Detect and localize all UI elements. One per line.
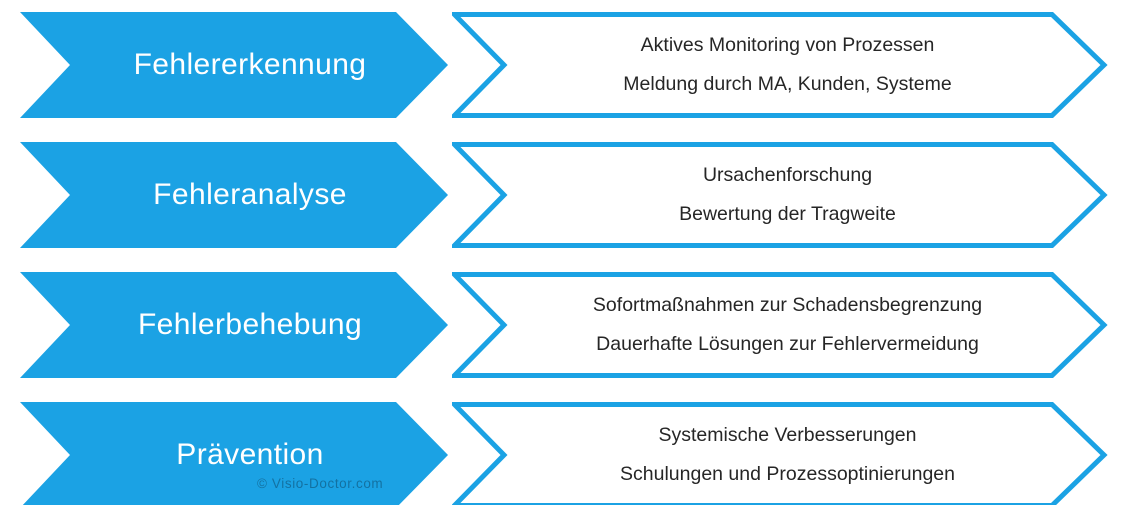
detail-line: Sofortmaßnahmen zur Schadensbegrenzung xyxy=(592,294,983,316)
stage-label: Prävention xyxy=(176,438,324,471)
solid-chevron-arrow-icon xyxy=(20,402,448,505)
stage-arrow-shape xyxy=(20,142,448,248)
stage-row-fehlerbehebung: Fehlerbehebung Sofortmaßnahmen zur Schad… xyxy=(0,272,1135,378)
solid-chevron-arrow-icon xyxy=(20,272,448,378)
stage-arrow-shape xyxy=(20,402,448,505)
stage-label: Fehlerbehebung xyxy=(137,308,363,341)
detail-lines: Ursachenforschung Bewertung der Tragweit… xyxy=(452,142,1108,248)
outlined-chevron-arrow-icon xyxy=(452,142,1108,248)
detail-lines: Aktives Monitoring von Prozessen Meldung… xyxy=(452,12,1108,118)
detail-line: Systemische Verbesserungen xyxy=(658,424,917,446)
stage-label: Fehleranalyse xyxy=(153,178,347,211)
detail-line: Dauerhafte Lösungen zur Fehlervermeidung xyxy=(596,333,979,355)
outlined-chevron-arrow-icon xyxy=(452,402,1108,505)
stage-row-praevention: Prävention Systemische Verbesserungen Sc… xyxy=(0,402,1135,505)
stage-row-fehlererkennung: Fehlererkennung Aktives Monitoring von P… xyxy=(0,12,1135,118)
detail-arrow-shape xyxy=(452,12,1108,118)
detail-line: Schulungen und Prozessoptinierungen xyxy=(620,463,955,485)
stage-arrow-shape xyxy=(20,272,448,378)
detail-line: Meldung durch MA, Kunden, Systeme xyxy=(623,73,952,95)
detail-arrow-shape xyxy=(452,272,1108,378)
solid-chevron-arrow-icon xyxy=(20,12,448,118)
detail-arrow-shape xyxy=(452,402,1108,505)
stage-arrow-shape xyxy=(20,12,448,118)
detail-lines: Systemische Verbesserungen Schulungen un… xyxy=(452,402,1108,505)
detail-arrow-shape xyxy=(452,142,1108,248)
detail-line: Ursachenforschung xyxy=(702,164,873,186)
detail-lines: Sofortmaßnahmen zur Schadensbegrenzung D… xyxy=(452,272,1108,378)
watermark: © Visio-Doctor.com xyxy=(257,476,384,491)
stage-label: Fehlererkennung xyxy=(133,48,367,81)
stage-row-fehleranalyse: Fehleranalyse Ursachenforschung Bewertun… xyxy=(0,142,1135,248)
detail-line: Aktives Monitoring von Prozessen xyxy=(640,34,935,56)
solid-chevron-arrow-icon xyxy=(20,142,448,248)
outlined-chevron-arrow-icon xyxy=(452,272,1108,378)
outlined-chevron-arrow-icon xyxy=(452,12,1108,118)
detail-line: Bewertung der Tragweite xyxy=(679,203,896,225)
